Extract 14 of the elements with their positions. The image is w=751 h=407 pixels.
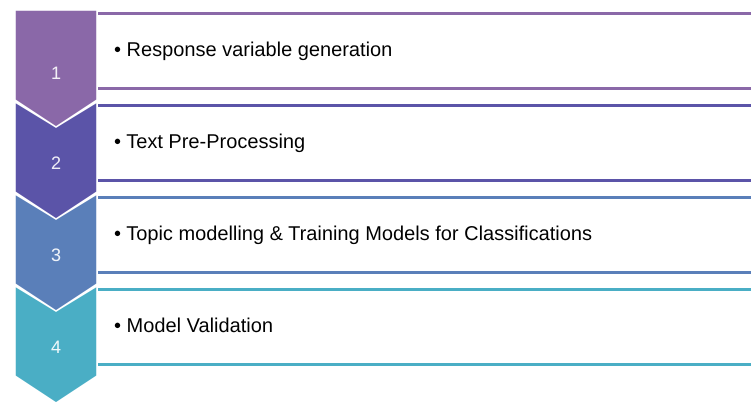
step-box	[98, 288, 751, 366]
step-box	[98, 196, 751, 274]
step-text: • Text Pre-Processing	[114, 130, 306, 155]
step-box	[98, 104, 751, 182]
chevron-step	[14, 102, 98, 220]
step-number: 2	[50, 152, 62, 175]
step-box	[98, 12, 751, 90]
chevron-step	[14, 286, 98, 404]
step-number: 4	[50, 336, 62, 359]
step-number: 3	[50, 244, 62, 267]
step-text: • Response variable generation	[114, 38, 392, 63]
step-text: • Model Validation	[114, 314, 273, 339]
chevron-step	[14, 194, 98, 312]
step-text: • Topic modelling & Training Models for Classifications	[114, 222, 592, 247]
